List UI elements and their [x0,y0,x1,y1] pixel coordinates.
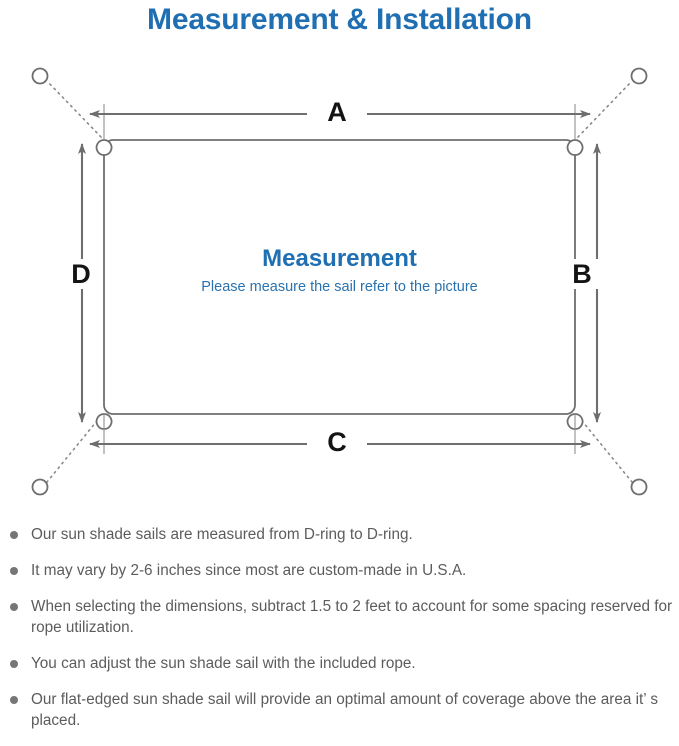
d-ring-top-left [95,139,113,156]
note-text: When selecting the dimensions, subtract … [31,598,673,636]
d-rings [95,139,584,430]
bullet-icon [10,660,18,668]
anchor-ring-bottom-right [630,478,648,496]
list-item: Our sun shade sails are measured from D-… [0,524,679,545]
dotted-rope-line-bottom-right [577,415,633,483]
dotted-rope-line-bottom-left [46,415,102,483]
list-item: It may vary by 2-6 inches since most are… [0,560,679,581]
anchor-ring-top-left [31,67,49,85]
note-text: Our sun shade sails are measured from D-… [31,526,413,543]
diagram-canvas [31,67,648,496]
note-text: Our flat-edged sun shade sail will provi… [31,691,658,729]
anchor-rings [31,67,648,496]
dotted-rope-line-top-left [46,80,102,138]
notes-list: Our sun shade sails are measured from D-… [0,524,679,746]
bullet-icon [10,696,18,704]
bullet-icon [10,531,18,539]
note-text: You can adjust the sun shade sail with t… [31,655,416,672]
dimension-label-c: C [307,427,367,457]
anchor-ring-top-right [630,67,648,85]
d-ring-top-right [566,139,584,156]
anchor-ring-bottom-left [31,478,49,496]
bullet-icon [10,603,18,611]
list-item: You can adjust the sun shade sail with t… [0,653,679,674]
list-item: When selecting the dimensions, subtract … [0,596,679,638]
rope-lines [46,80,633,483]
dotted-rope-line-top-right [577,80,633,138]
dimension-label-b: B [565,259,599,289]
measurement-diagram: A B C D Measurement Please measure the s… [0,44,679,522]
dimension-label-a: A [307,97,367,127]
dimension-label-d: D [64,259,98,289]
shade-sail-rectangle [103,139,576,415]
bullet-icon [10,567,18,575]
note-text: It may vary by 2-6 inches since most are… [31,562,467,579]
list-item: Our flat-edged sun shade sail will provi… [0,689,679,731]
page-title: Measurement & Installation [147,3,532,36]
